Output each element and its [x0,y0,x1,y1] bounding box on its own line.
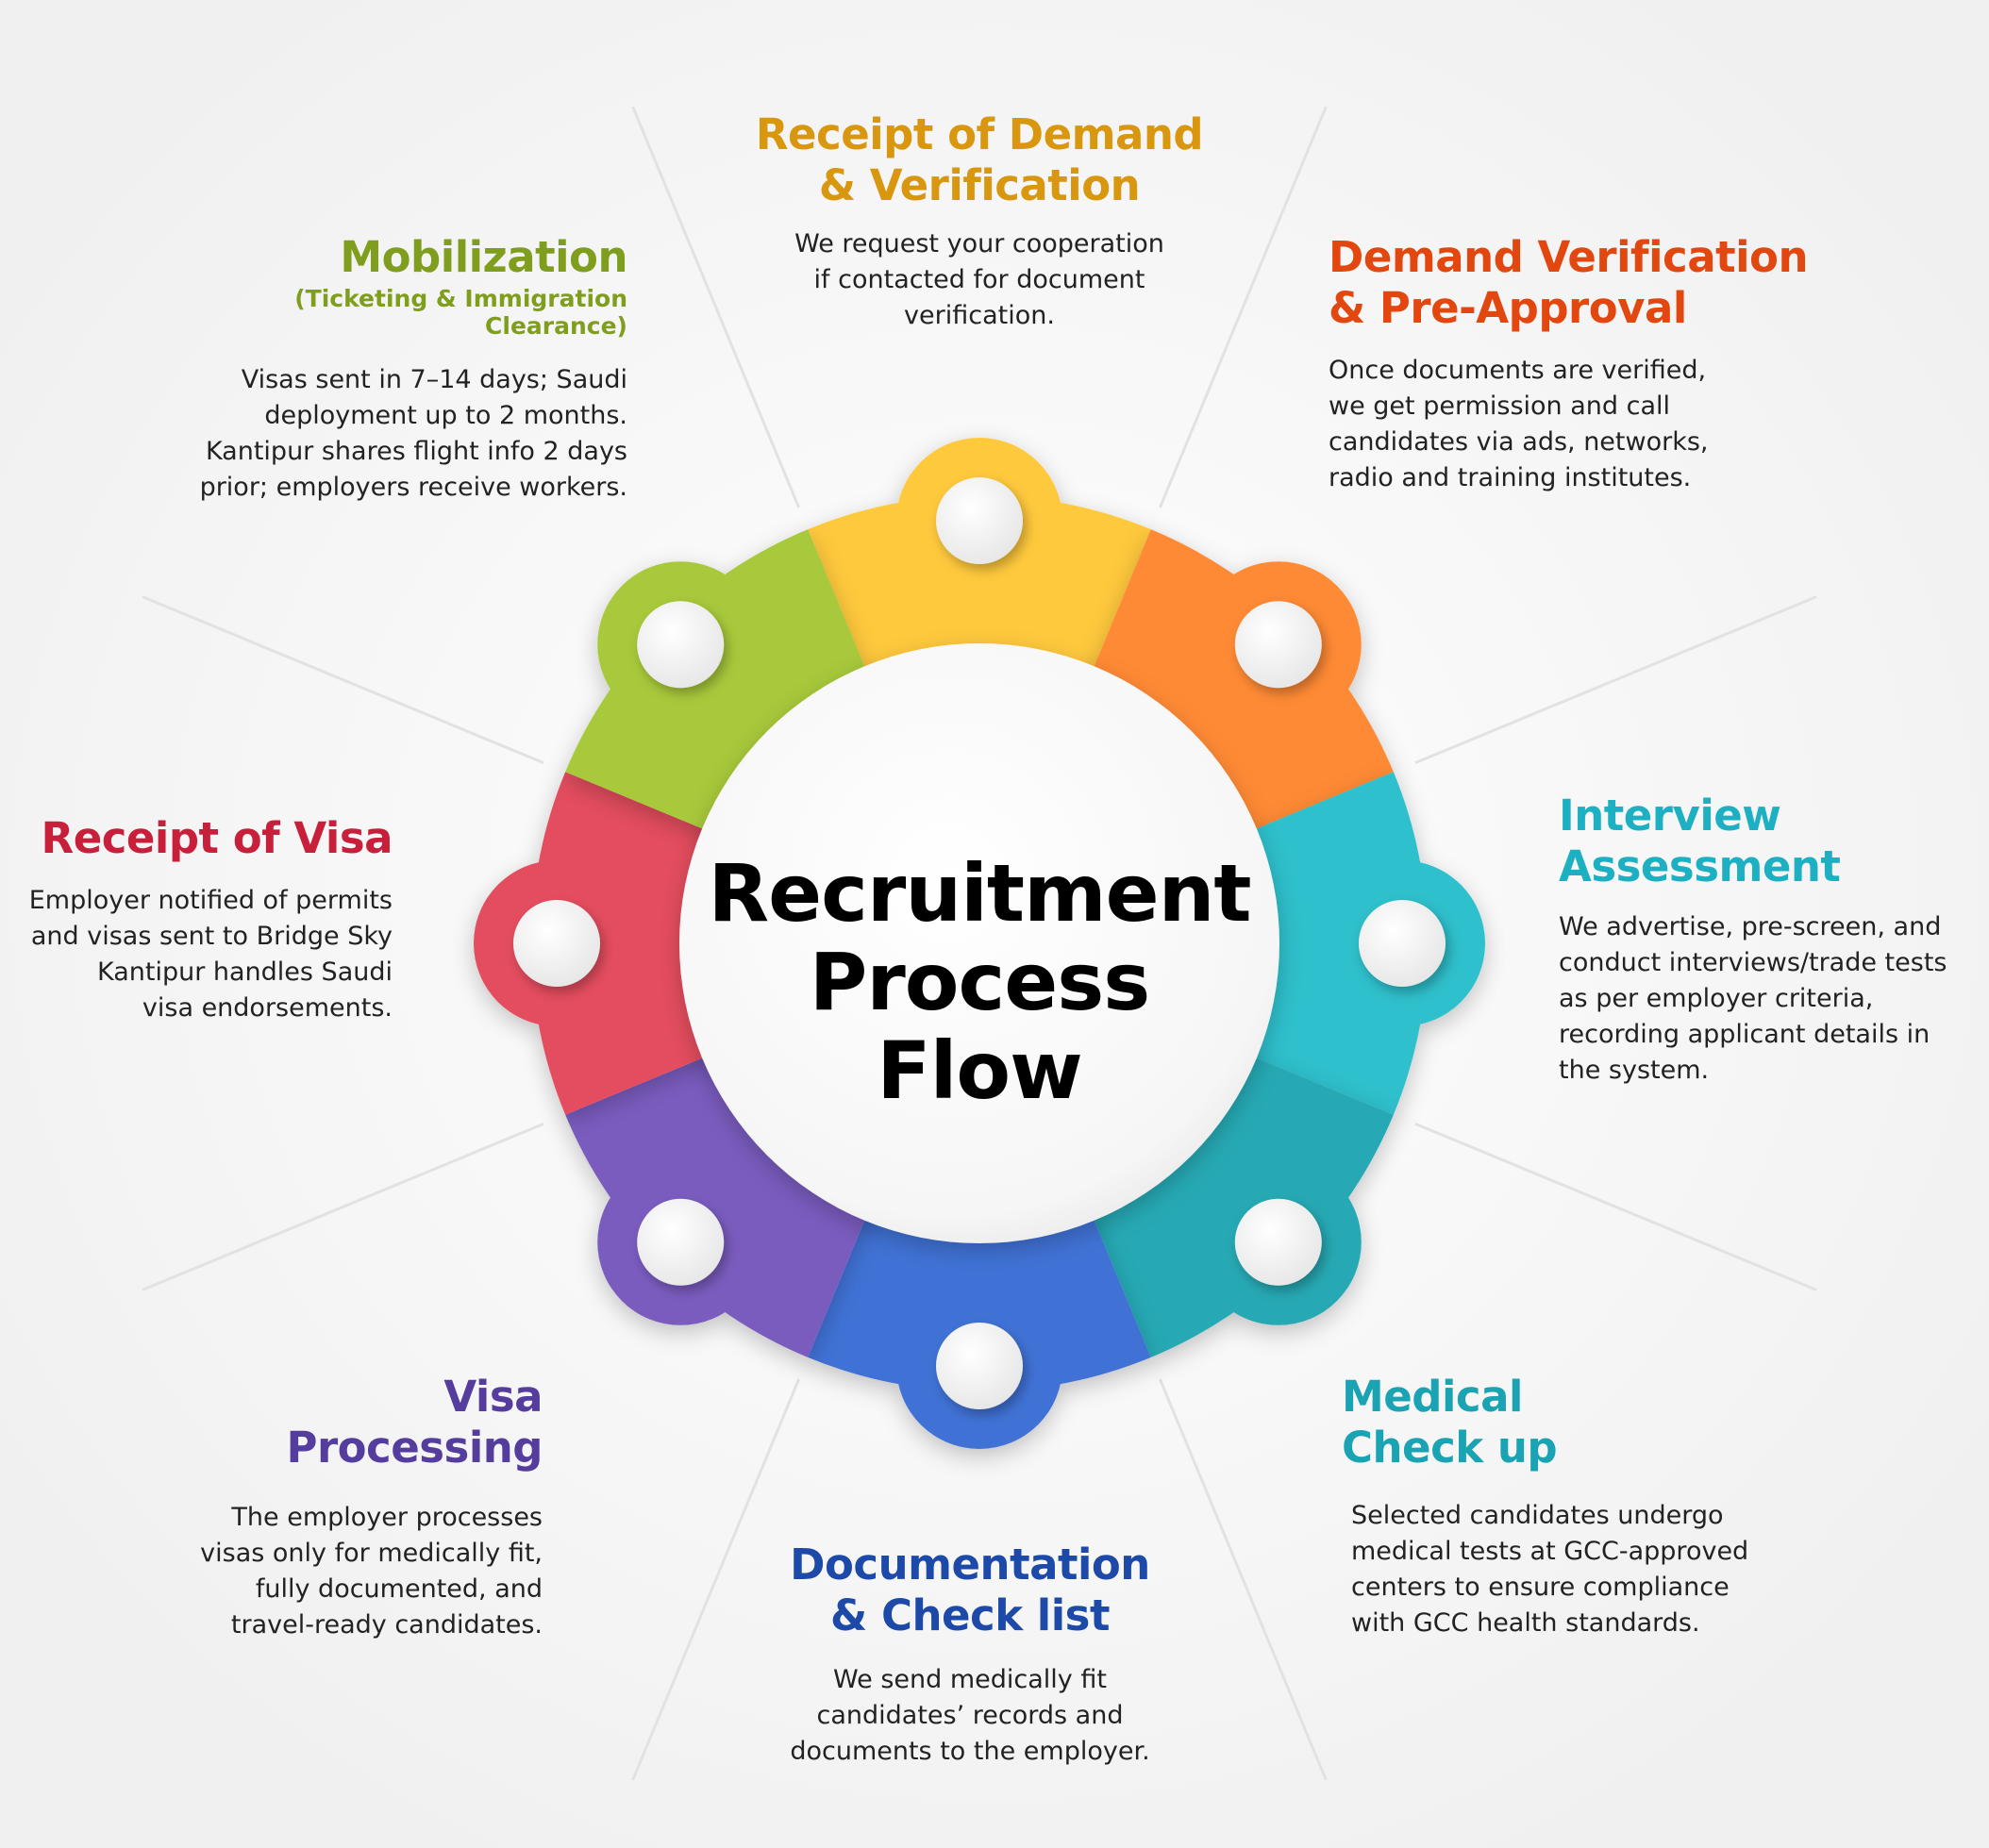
desc-line: fully documented, and [255,1574,543,1604]
step-description: We send medically fit candidates’ record… [677,1662,1262,1770]
desc-line: the system. [1559,1056,1710,1085]
desc-line: conduct interviews/trade tests [1559,948,1947,977]
step-description: Visas sent in 7–14 days; Saudi deploymen… [94,362,627,506]
subtitle-line: Clearance) [485,312,627,340]
desc-line: medical tests at GCC-approved [1351,1537,1749,1566]
step-title: Receipt of Visa [19,813,393,864]
step-receipt-of-demand: Receipt of Demand & Verification We requ… [687,109,1272,334]
background-ray [142,1122,544,1291]
step-description: Selected candidates undergo medical test… [1342,1498,1870,1641]
desc-line: visa endorsements. [142,993,393,1023]
background-ray [631,106,801,508]
step-subtitle: (Ticketing & Immigration Clearance) [94,285,627,340]
title-line: Processing [286,1423,543,1473]
desc-line: verification. [904,301,1055,330]
desc-line: Kantipur handles Saudi [96,957,393,987]
background-ray [631,1378,801,1781]
desc-line: centers to ensure compliance [1351,1573,1730,1602]
title-line: Receipt of Demand [755,109,1204,159]
desc-line: as per employer criteria, [1559,984,1874,1013]
step-title: Mobilization [94,232,627,283]
segment-knob [1359,900,1446,987]
desc-line: with GCC health standards. [1351,1608,1700,1638]
segment-knob [936,477,1023,564]
desc-line: Once documents are verified, [1329,356,1707,385]
title-line: Documentation [790,1540,1150,1590]
segment-knob [513,900,600,987]
step-title: Documentation & Check list [677,1540,1262,1641]
step-title: Interview Assessment [1559,791,1974,892]
title-line: Receipt of Visa [41,813,393,863]
step-documentation: Documentation & Check list We send medic… [677,1540,1262,1770]
step-description: The employer processes visas only for me… [38,1500,543,1643]
segment-knob [936,1323,1023,1409]
segment-knob [637,601,725,689]
desc-line: if contacted for document [813,265,1145,294]
desc-line: visas only for medically fit, [200,1539,543,1568]
step-description: We request your cooperation if contacted… [687,226,1272,334]
title-line: Demand Verification [1329,232,1808,282]
title-line: & Pre-Approval [1329,283,1687,333]
desc-line: candidates via ads, networks, [1329,427,1709,457]
desc-line: We send medically fit [833,1665,1107,1694]
center-title-line-1: Recruitment [708,847,1251,940]
step-interview-assessment: Interview Assessment We advertise, pre-s… [1559,791,1974,1089]
desc-line: travel-ready candidates. [230,1610,543,1640]
step-description: Once documents are verified, we get perm… [1329,353,1914,496]
background-ray [142,595,544,765]
desc-line: Visas sent in 7–14 days; Saudi [241,365,627,394]
background-ray [1414,1122,1817,1291]
step-receipt-of-visa: Receipt of Visa Employer notified of per… [19,813,393,1026]
step-title: Visa Processing [38,1372,543,1473]
desc-line: prior; employers receive workers. [199,473,627,502]
desc-line: radio and training institutes. [1329,463,1692,492]
title-line: Medical [1342,1372,1523,1422]
step-title: Demand Verification & Pre-Approval [1329,232,1914,334]
title-line: Check up [1342,1423,1558,1473]
center-circle [679,643,1279,1243]
step-description: Employer notified of permits and visas s… [19,883,393,1026]
title-line: Interview [1559,791,1781,841]
background-ray [1158,106,1328,508]
desc-line: recording applicant details in [1559,1020,1930,1049]
title-line: Visa [443,1372,543,1422]
title-line: Assessment [1559,841,1841,891]
desc-line: We request your cooperation [794,229,1164,258]
step-mobilization: Mobilization (Ticketing & Immigration Cl… [94,232,628,506]
background-ray [1414,595,1817,765]
step-title: Receipt of Demand & Verification [687,109,1272,211]
desc-line: documents to the employer. [790,1737,1150,1766]
segment-knob [1234,1198,1322,1286]
title-line: Mobilization [340,232,627,282]
desc-line: candidates’ records and [816,1701,1124,1730]
desc-line: We advertise, pre-screen, and [1559,912,1942,941]
title-line: & Verification [818,160,1141,210]
segment-knob [1234,601,1322,689]
step-medical-check-up: Medical Check up Selected candidates und… [1342,1372,1870,1641]
step-title: Medical Check up [1342,1372,1870,1473]
desc-line: we get permission and call [1329,391,1670,421]
desc-line: The employer processes [231,1503,543,1532]
segment-knob [637,1198,725,1286]
step-visa-processing: Visa Processing The employer processes v… [38,1372,543,1643]
background-ray [1158,1378,1328,1781]
subtitle-line: (Ticketing & Immigration [294,285,627,312]
desc-line: and visas sent to Bridge Sky [30,922,393,951]
center-title: Recruitment Process Flow [696,849,1262,1115]
step-demand-verification: Demand Verification & Pre-Approval Once … [1329,232,1914,496]
desc-line: Kantipur shares flight info 2 days [205,437,627,466]
center-title-line-2: Process Flow [809,936,1150,1117]
desc-line: Selected candidates undergo [1351,1501,1724,1530]
desc-line: Employer notified of permits [28,886,393,915]
desc-line: deployment up to 2 months. [264,401,627,430]
title-line: & Check list [830,1590,1110,1640]
step-description: We advertise, pre-screen, and conduct in… [1559,909,1974,1089]
